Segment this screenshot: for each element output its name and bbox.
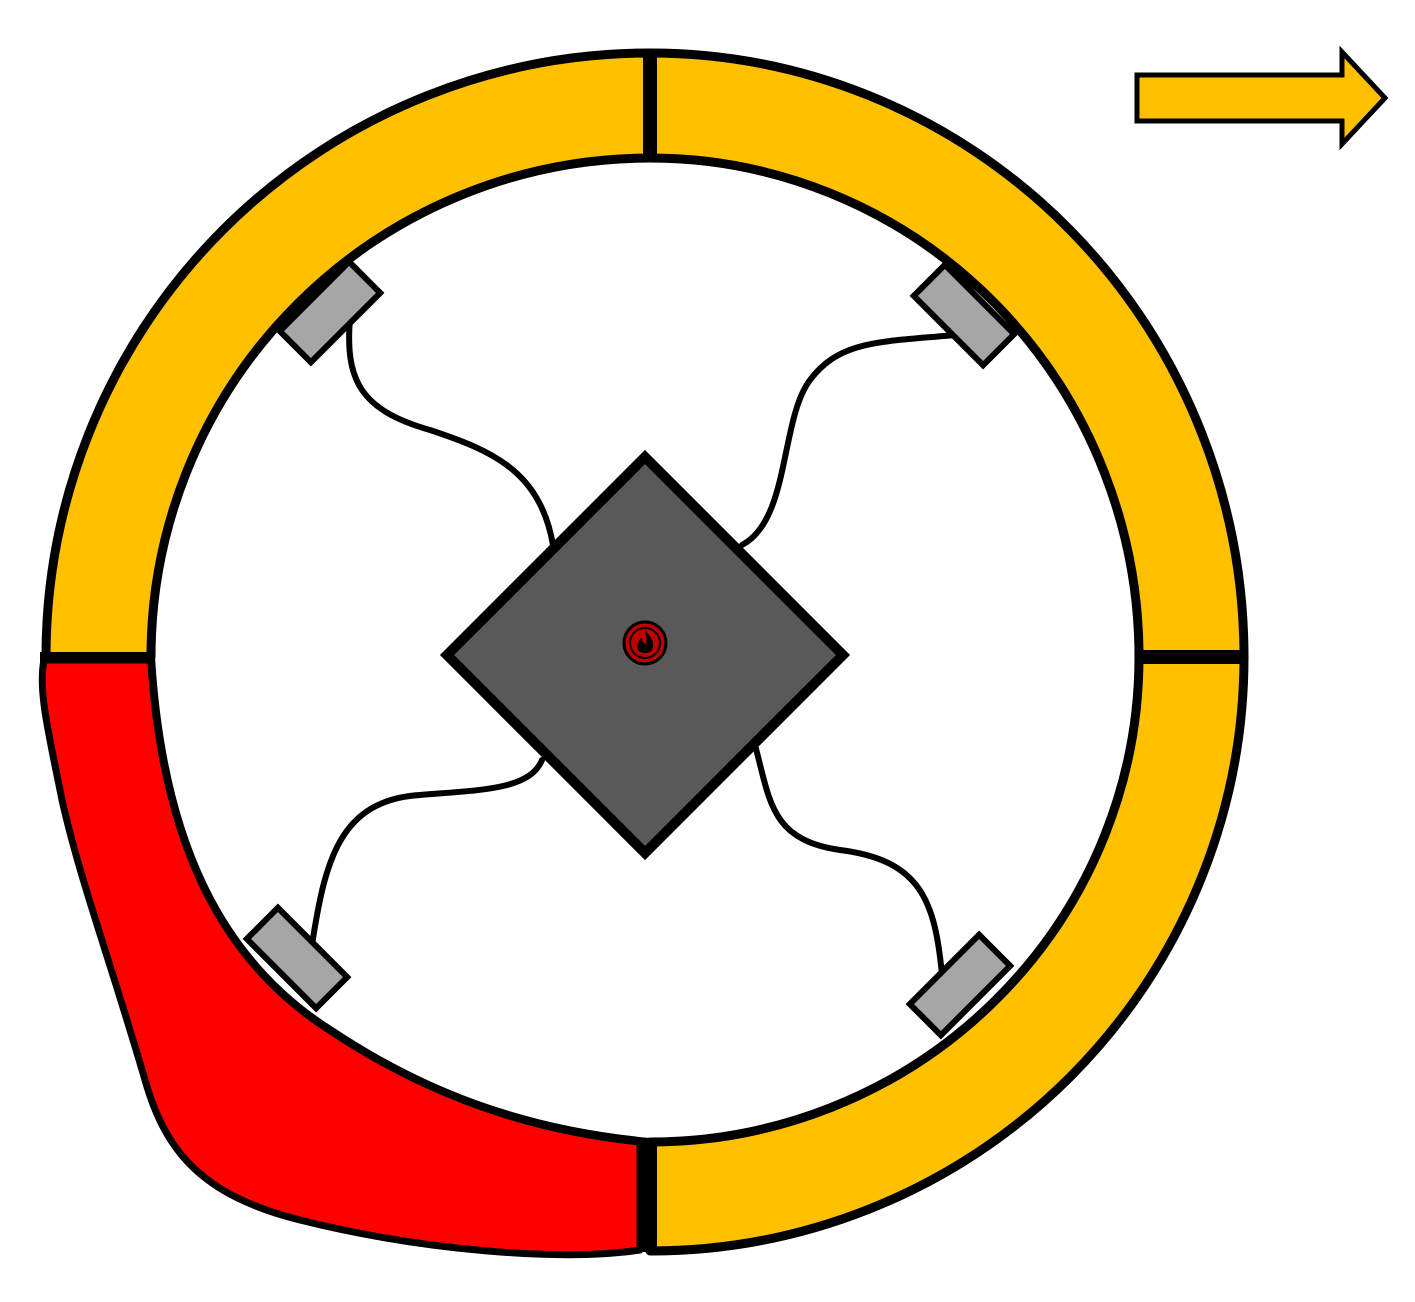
pad-upper-left — [275, 257, 385, 367]
pad-lower-left — [242, 903, 352, 1013]
pad-upper-right — [909, 260, 1019, 370]
flame-icon — [622, 620, 668, 666]
inner-circle — [146, 153, 1144, 1147]
pad-lower-right — [905, 930, 1015, 1040]
wire-lower-right — [752, 742, 945, 978]
pads — [242, 257, 1019, 1040]
wire-upper-right — [739, 332, 958, 548]
wires — [309, 315, 958, 978]
wire-lower-left — [309, 757, 545, 948]
outer-ring — [38, 48, 1249, 1259]
wire-upper-left — [346, 315, 556, 548]
arrow-right-icon — [1134, 45, 1389, 151]
